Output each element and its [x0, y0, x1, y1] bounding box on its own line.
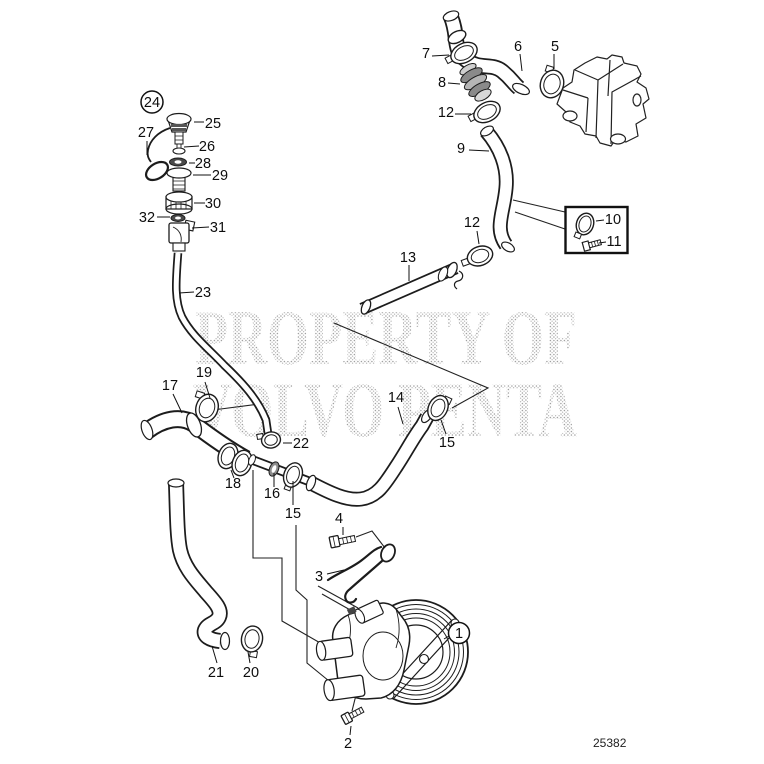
tube-13	[359, 261, 459, 315]
clamp-10	[573, 212, 595, 240]
engine-bracket	[556, 54, 650, 147]
pump-port-lower	[323, 674, 366, 702]
pump-port-upper	[315, 636, 354, 661]
callout-2: 2	[344, 736, 352, 752]
box-leader-lower	[514, 211, 566, 230]
clamp-20	[240, 625, 264, 659]
v-leader	[333, 322, 490, 409]
callout-30: 30	[205, 196, 221, 212]
pump-body	[331, 602, 411, 700]
callouts: 24 25 26 27 28 29 30 32 31 23 7 8 12 6 5…	[138, 39, 622, 752]
callout-31: 31	[210, 220, 226, 236]
watermark-line2: VOLVO PENTA	[193, 366, 577, 453]
hose-6	[442, 10, 530, 96]
callout-15-mid: 15	[285, 506, 301, 522]
clamp-19	[194, 390, 220, 423]
bolt4-leader	[355, 530, 386, 549]
callout-26: 26	[199, 139, 215, 155]
callout-18: 18	[225, 476, 241, 492]
stepped-leader-2	[295, 525, 330, 682]
screw-11	[581, 239, 603, 252]
callout-15-right: 15	[439, 435, 455, 451]
washer-28	[169, 157, 187, 167]
callout-23: 23	[195, 285, 211, 301]
pump-top-fitting	[346, 599, 384, 624]
adapter-8	[459, 62, 492, 102]
ring-16	[268, 461, 280, 477]
callout-11: 11	[606, 234, 621, 250]
callout-17: 17	[162, 378, 178, 394]
callout-4: 4	[335, 511, 343, 527]
callout-1: 1	[455, 626, 463, 642]
callout-6: 6	[514, 39, 522, 55]
hose-14	[305, 408, 434, 507]
hose-9	[480, 125, 515, 253]
callout-19: 19	[196, 365, 212, 381]
clamps-18	[217, 442, 253, 477]
callout-14: 14	[388, 390, 404, 406]
callout-32: 32	[139, 210, 155, 226]
wire-clip-3	[326, 543, 396, 604]
callout-12a: 12	[438, 105, 454, 121]
bolt-4	[328, 534, 357, 549]
washer-32	[170, 214, 186, 222]
clamp-7	[444, 41, 478, 65]
callout-circle-24	[140, 90, 164, 114]
clamp-15-right	[427, 394, 453, 422]
hook-clip	[453, 270, 464, 290]
drawing-number: 25382	[593, 736, 627, 750]
clamp-22	[256, 431, 282, 449]
callout-28: 28	[195, 156, 211, 172]
callout-24: 24	[144, 95, 160, 111]
clamp-5	[539, 64, 565, 99]
callout-20: 20	[243, 665, 259, 681]
callout-10: 10	[605, 212, 621, 228]
nut-30	[165, 191, 193, 215]
callout-12b: 12	[464, 215, 480, 231]
callout-21: 21	[208, 665, 224, 681]
callout-7: 7	[422, 46, 430, 62]
clamp19-leader	[212, 403, 260, 411]
clamp-12-lower	[453, 245, 494, 290]
hose-21	[167, 478, 231, 651]
clip3-leader-b	[317, 585, 359, 609]
callout-29: 29	[212, 168, 228, 184]
callout-3: 3	[315, 569, 323, 585]
callout-13: 13	[400, 250, 416, 266]
valve-29	[166, 167, 192, 192]
box-leader-upper	[512, 199, 566, 213]
callout-25: 25	[205, 116, 221, 132]
leader-lines	[212, 199, 566, 712]
stepped-leader-1	[252, 470, 330, 649]
clamp-detail-box	[564, 205, 629, 255]
lanyard-27	[144, 127, 171, 182]
callout-8: 8	[438, 75, 446, 91]
watermark: PROPERTY OF VOLVO PENTA	[193, 294, 577, 453]
callout-22: 22	[293, 436, 309, 452]
callout-9: 9	[457, 141, 465, 157]
pump-assembly	[315, 599, 469, 705]
bolt-2	[340, 706, 365, 725]
drain-cock-assembly	[144, 112, 196, 252]
hose-23	[171, 252, 275, 448]
washer-26	[172, 147, 186, 155]
callout-circle-1	[447, 621, 471, 645]
watermark-line1: PROPERTY OF	[195, 294, 577, 381]
callout-dashes	[146, 53, 607, 736]
callout-16: 16	[264, 486, 280, 502]
clamp-12-upper	[467, 100, 501, 124]
clamp-15-mid	[282, 462, 304, 492]
callout-27: 27	[138, 125, 154, 141]
plug-25	[166, 112, 192, 150]
fitting-31	[168, 219, 196, 252]
callout-5: 5	[551, 39, 559, 55]
